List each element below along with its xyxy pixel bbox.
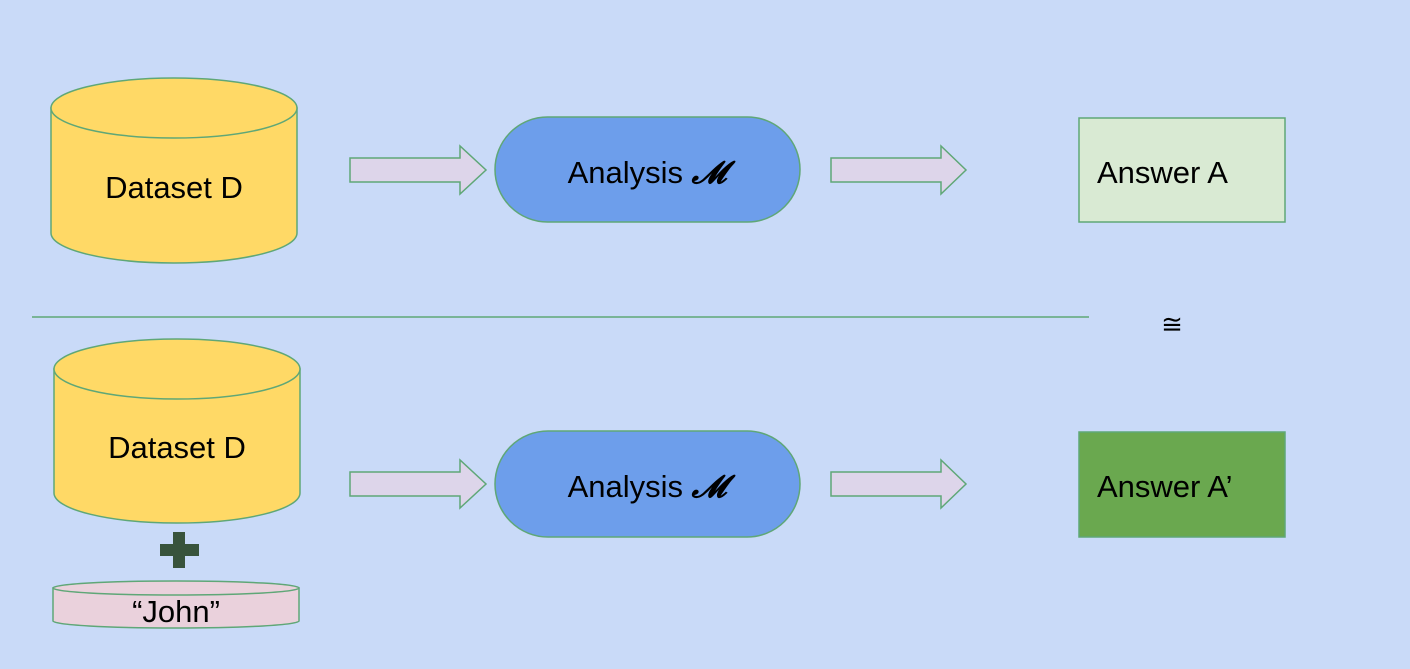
dataset-cylinder-bottom: Dataset D <box>53 338 301 524</box>
john-record-cylinder: “John” <box>52 580 300 629</box>
arrow-dataset-to-analysis-top <box>349 144 488 196</box>
answer-a-prime-rect <box>1078 431 1286 538</box>
arrow-dataset-to-analysis-bottom <box>349 458 488 510</box>
answer-a-box: Answer A <box>1078 117 1286 223</box>
plus-icon <box>160 532 199 568</box>
analysis-label-top: Analysis 𝓜 <box>568 155 736 191</box>
analysis-pill-top <box>494 116 801 223</box>
arrow-analysis-to-answer-top <box>830 144 968 196</box>
analysis-node-bottom: Analysis 𝓜 <box>494 430 801 538</box>
dataset-cylinder-bottom-lid <box>53 338 301 400</box>
answer-a-prime-box: Answer A’ <box>1078 431 1286 538</box>
dataset-cylinder-bottom-body <box>53 368 301 524</box>
arrow-analysis-to-answer-bottom <box>830 458 968 510</box>
john-record-label: “John” <box>132 594 220 629</box>
analysis-pill-bottom <box>494 430 801 538</box>
approximately-equal-symbol: ≅ <box>1161 309 1183 339</box>
dataset-cylinder-top-lid <box>50 77 298 139</box>
analysis-label-bottom: Analysis 𝓜 <box>568 469 736 505</box>
answer-a-rect <box>1078 117 1286 223</box>
dataset-cylinder-top: Dataset D <box>50 77 298 264</box>
dataset-cylinder-top-body <box>50 107 298 264</box>
john-record-body <box>52 587 300 629</box>
analysis-node-top: Analysis 𝓜 <box>494 116 801 223</box>
john-record-lid <box>52 580 300 596</box>
answer-a-prime-label: Answer A’ <box>1097 469 1233 504</box>
dataset-label-bottom: Dataset D <box>108 430 246 465</box>
answer-a-label: Answer A <box>1097 155 1228 190</box>
dataset-label-top: Dataset D <box>105 170 243 205</box>
